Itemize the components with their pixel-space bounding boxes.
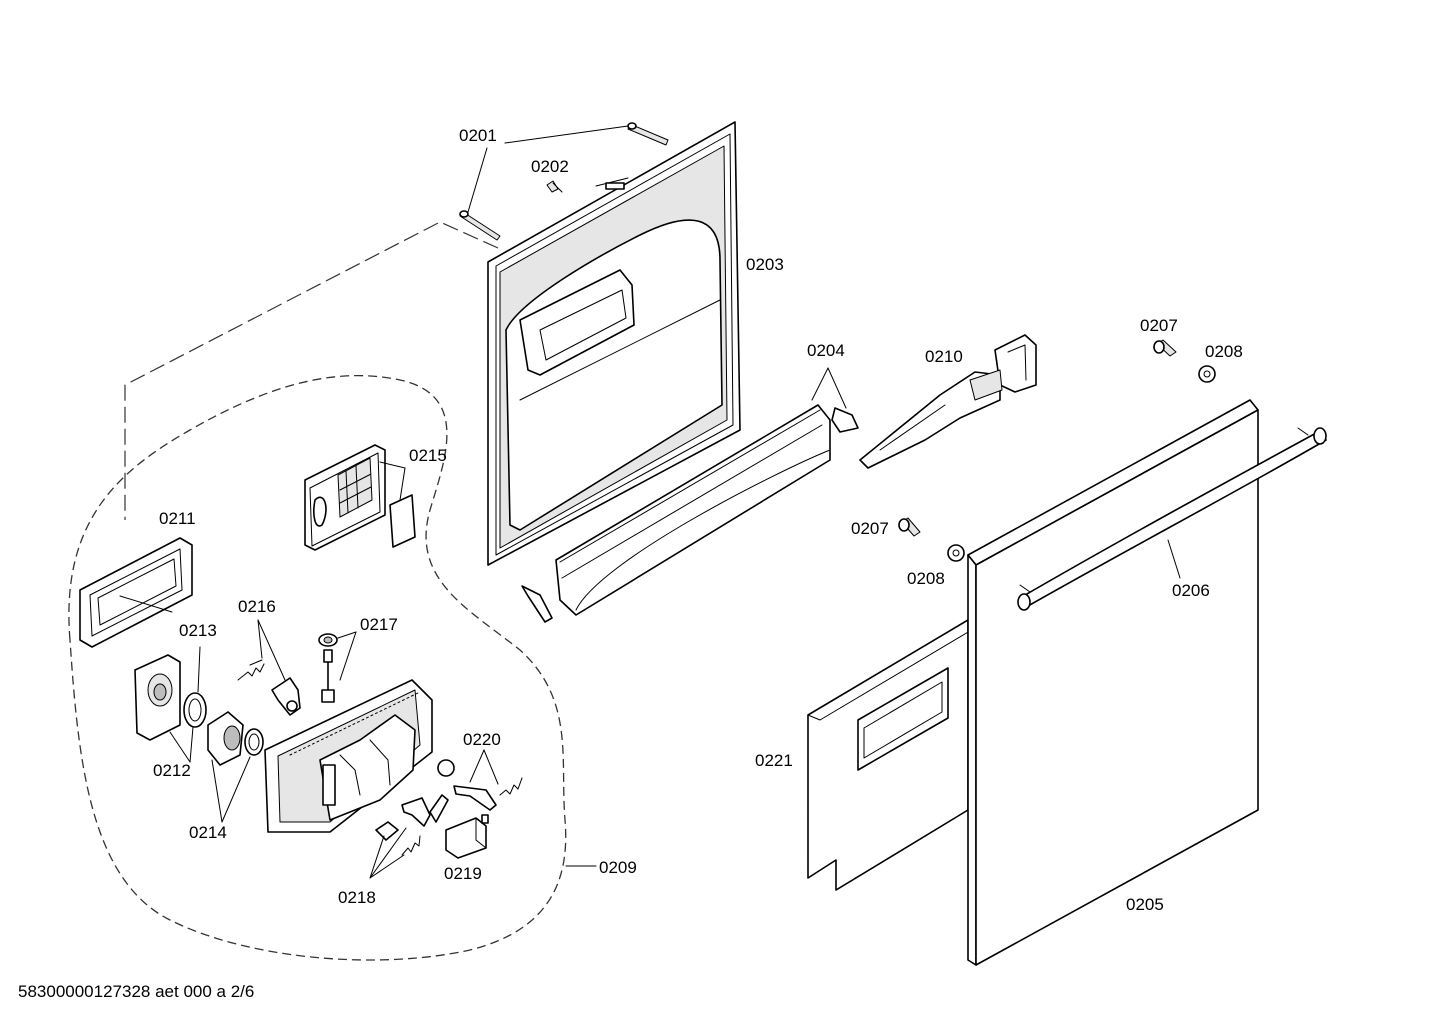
leader-0216-a (257, 619, 263, 659)
label-0206: 0206 (1172, 581, 1210, 600)
spring-0216 (237, 659, 265, 681)
label-0211: 0211 (159, 509, 196, 528)
leader-0217-a (337, 631, 357, 639)
catch-0220 (453, 785, 497, 811)
leader-0215-a (379, 461, 406, 469)
label-0207-lower: 0207 (851, 519, 889, 538)
leader-0217-b (339, 631, 357, 681)
leader-0212-b (189, 726, 194, 763)
label-0212: 0212 (153, 761, 191, 780)
filter-pad-0215 (389, 494, 416, 548)
leader-0220-b (483, 749, 499, 785)
screw-0201-bottom (459, 210, 501, 241)
gasket-frame-0211 (79, 537, 193, 648)
label-0216: 0216 (238, 597, 276, 616)
slider-0218 (375, 821, 399, 841)
leader-0218-c (369, 854, 405, 879)
knob-0214 (207, 711, 244, 766)
leader-0215-b (399, 467, 406, 501)
spring-0220 (499, 777, 523, 796)
frame-panel-0221 (807, 619, 981, 891)
label-0221: 0221 (755, 751, 793, 770)
label-0214: 0214 (189, 823, 227, 842)
leader-0204-b (827, 367, 847, 409)
label-0204: 0204 (807, 341, 845, 360)
leader-0218-b (369, 827, 407, 879)
label-0209: 0209 (599, 858, 637, 877)
label-0210: 0210 (925, 347, 963, 366)
leader-0216-b (257, 619, 286, 681)
washer-0208-lower (947, 544, 965, 562)
label-0218: 0218 (338, 888, 376, 907)
screw-0207-lower (898, 517, 921, 537)
ball-0220 (437, 759, 455, 777)
hinge-bracket-0210 (859, 334, 1037, 469)
label-0207-upper: 0207 (1140, 316, 1178, 335)
dispenser-cap-0212 (134, 654, 181, 741)
document-code: 58300000127328 aet 000 a 2/6 (18, 982, 255, 1001)
label-0202: 0202 (531, 157, 569, 176)
label-0215: 0215 (409, 446, 447, 465)
label-0208-upper: 0208 (1205, 342, 1243, 361)
leader-0206 (1167, 539, 1181, 579)
screw-0207-upper (1153, 339, 1177, 357)
group-0209-outline (68, 374, 567, 961)
label-0203: 0203 (746, 255, 784, 274)
screw-0201-top (627, 122, 669, 146)
screw-0202 (546, 180, 563, 193)
door-handle-0206 (1017, 427, 1327, 611)
label-0219: 0219 (444, 864, 482, 883)
leader-0220-a (469, 749, 485, 783)
washer-0208-upper (1198, 365, 1216, 383)
leader-0201-a (467, 147, 488, 213)
leader-0204-a (811, 367, 829, 401)
inner-door-panel-0203 (487, 121, 741, 566)
o-ring-0214 (244, 728, 264, 756)
leader-0214-b (221, 756, 251, 823)
assembly-guide-line (124, 221, 499, 520)
spring-0218 (401, 835, 421, 856)
leader-0201-b (504, 125, 629, 144)
leader-0218-a (369, 835, 385, 879)
leader-0213 (197, 646, 201, 693)
sensor-cap-0217 (318, 633, 338, 647)
label-0213: 0213 (179, 621, 217, 640)
label-0217: 0217 (360, 615, 398, 634)
lever-0216 (271, 677, 301, 716)
label-0208-lower: 0208 (907, 569, 945, 588)
leader-0214-a (211, 759, 223, 823)
front-door-panel-0205 (967, 399, 1259, 966)
sensor-stem-0217 (321, 649, 335, 703)
dispenser-body-0209 (264, 679, 433, 833)
leader-0212-a (169, 731, 191, 763)
filter-housing-0215 (304, 444, 386, 551)
label-0205: 0205 (1126, 895, 1164, 914)
seal-ring-0212 (183, 692, 207, 728)
latch-0218 (401, 794, 449, 827)
label-0201: 0201 (459, 126, 497, 145)
trim-strip-0204 (521, 404, 859, 623)
leader-0213-gasket (119, 595, 173, 613)
label-0220: 0220 (463, 730, 501, 749)
switch-0219 (445, 814, 489, 859)
